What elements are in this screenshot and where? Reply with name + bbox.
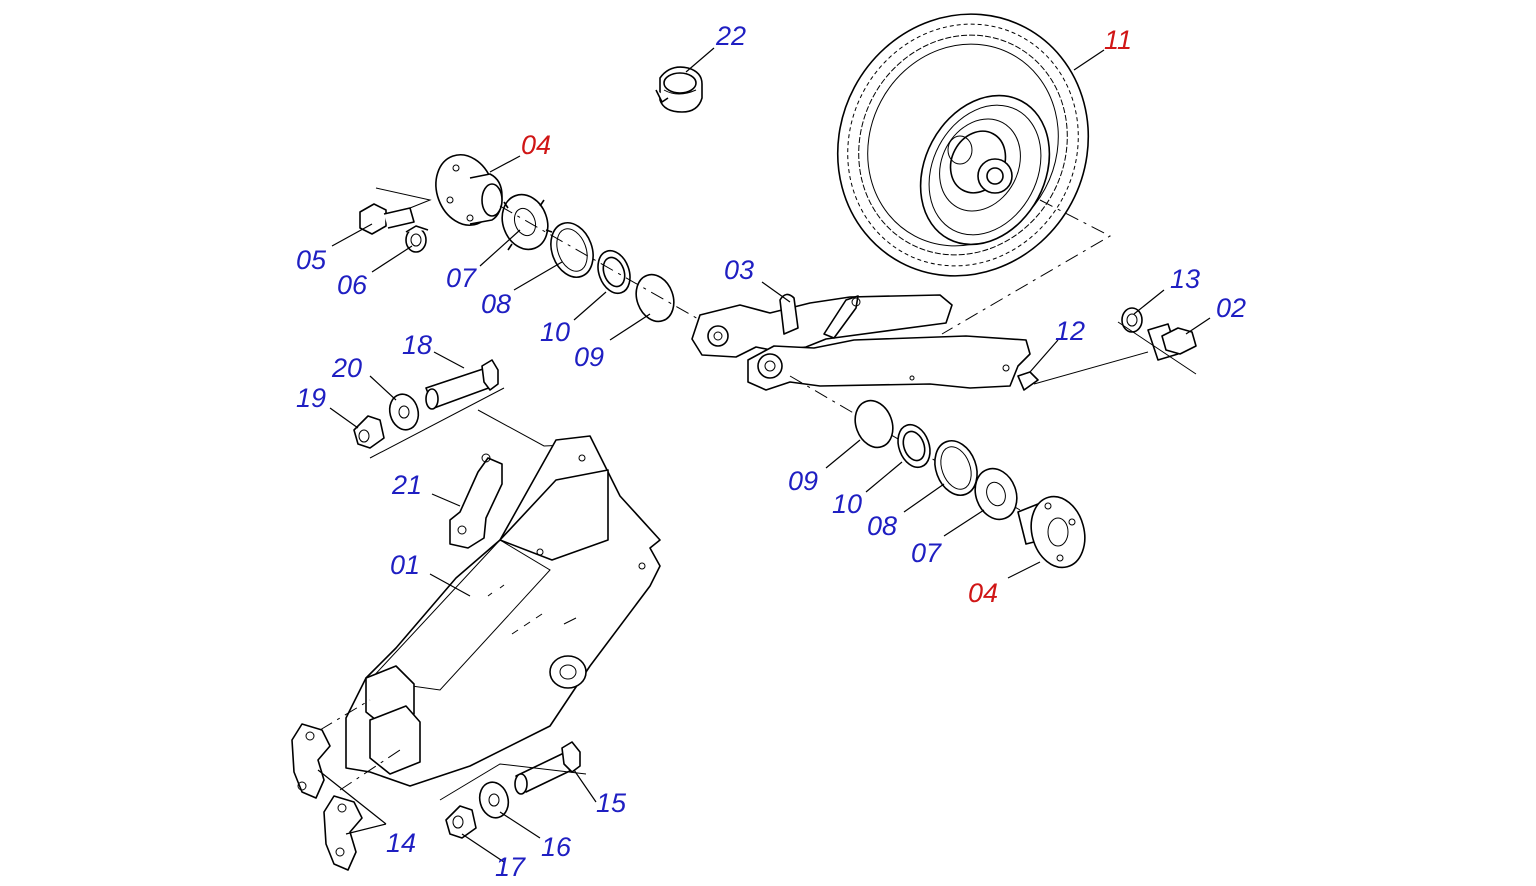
part-09-circlip-top [635, 273, 675, 323]
part-08-ring-top [550, 222, 594, 278]
label-14: 14 [386, 828, 416, 858]
part-15-pin [514, 741, 581, 795]
part-12-swing-arm-lower [747, 335, 1039, 391]
part-21-bracket [449, 453, 503, 549]
label-16: 16 [541, 832, 572, 862]
label-09-lower: 09 [788, 466, 818, 496]
part-labels: 22 11 04 05 06 07 08 10 09 03 13 02 12 1… [296, 21, 1246, 882]
label-09-top: 09 [574, 342, 604, 372]
label-leaders [317, 47, 1211, 863]
label-20: 20 [331, 353, 362, 383]
leader-05-group [375, 187, 432, 209]
label-11: 11 [1104, 25, 1132, 55]
part-07-washer-top [501, 193, 553, 251]
part-09-circlip-lower [854, 399, 894, 449]
label-01: 01 [390, 550, 420, 580]
label-15: 15 [596, 788, 627, 818]
part-20-washer [388, 393, 420, 431]
part-11-wheel [836, 13, 1090, 277]
label-22: 22 [715, 21, 746, 51]
label-07-top: 07 [446, 263, 477, 293]
part-02-bolt [1147, 323, 1197, 361]
label-08-top: 08 [481, 289, 511, 319]
label-10-lower: 10 [832, 489, 862, 519]
axis-line-links [319, 699, 401, 791]
part-17-nut [445, 805, 477, 839]
part-16-washer [478, 781, 510, 819]
part-14-links [291, 723, 363, 871]
part-18-pin [425, 359, 499, 410]
part-10-bearing-lower [897, 423, 931, 469]
leader-15-group [439, 763, 587, 801]
part-22-clamp [655, 66, 703, 113]
label-04-top: 04 [521, 130, 551, 160]
part-07-washer-lower [974, 467, 1018, 521]
part-13-washer [1121, 307, 1143, 333]
part-10-bearing-top [597, 249, 631, 295]
part-04-hub-top [435, 154, 503, 226]
part-19-nut [353, 415, 385, 449]
label-07-lower: 07 [911, 538, 942, 568]
part-04-hub-lower [1017, 495, 1086, 569]
label-21: 21 [391, 470, 422, 500]
part-01-frame [345, 435, 661, 787]
label-17: 17 [495, 852, 526, 882]
part-03-swing-arm [691, 293, 953, 358]
axis-line-top-hub [499, 205, 701, 321]
label-03: 03 [724, 255, 754, 285]
label-18: 18 [402, 330, 432, 360]
label-19: 19 [296, 383, 326, 413]
label-02: 02 [1216, 293, 1246, 323]
axis-line-wheel [941, 199, 1112, 335]
label-10-top: 10 [540, 317, 570, 347]
label-08-lower: 08 [867, 511, 897, 541]
label-12: 12 [1055, 316, 1085, 346]
leader-02-group [1033, 321, 1197, 385]
label-13: 13 [1170, 264, 1200, 294]
label-04-lower: 04 [968, 578, 998, 608]
part-08-ring-lower [934, 440, 978, 496]
label-06: 06 [337, 270, 368, 300]
part-05-bolt [359, 203, 415, 235]
label-05: 05 [296, 245, 327, 275]
